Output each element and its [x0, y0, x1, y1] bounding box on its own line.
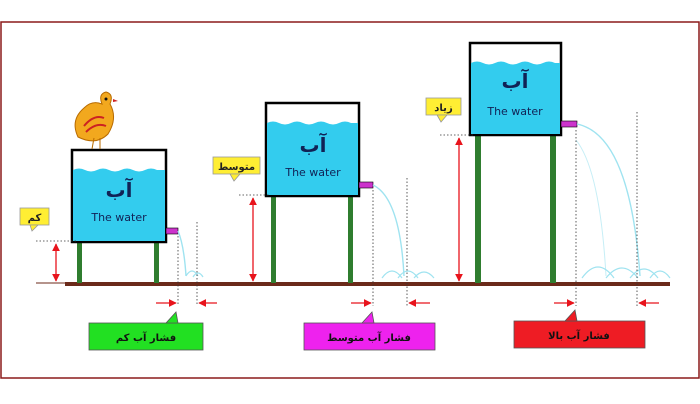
caption-pointer [165, 311, 179, 324]
tank-title: آب [300, 132, 328, 157]
tank-leg-right [154, 242, 159, 283]
outlet-pipe [358, 181, 374, 189]
outer-frame [0, 21, 700, 379]
height-label: زیاد [434, 103, 453, 114]
tank-leg-right [550, 135, 556, 283]
water-spray [177, 230, 187, 277]
water-fill [73, 168, 165, 241]
height-label: کم [28, 213, 42, 224]
caption-text: فشار آب کم [116, 331, 176, 344]
label-pointer [436, 114, 448, 123]
water-spray [576, 123, 641, 277]
tank-medium: آب The water متوسط فشار آب متوسط [212, 101, 436, 351]
tank-leg-left [271, 196, 276, 283]
water-fill [471, 61, 560, 134]
label-pointer [29, 224, 39, 232]
tank-leg-left [475, 135, 481, 283]
splash [581, 266, 671, 279]
tank-high: آب The water زیاد فشار آب بالا [425, 41, 671, 349]
ground-line [65, 282, 670, 286]
outlet-pipe [560, 120, 578, 128]
bird-icon [74, 91, 118, 150]
splash [185, 270, 204, 278]
water-spray [372, 184, 405, 277]
caption-box [88, 322, 204, 351]
tank-title: آب [106, 177, 134, 202]
height-label: متوسط [218, 162, 255, 173]
caption-pointer [564, 309, 578, 322]
tank-subtitle: The water [486, 105, 543, 118]
caption-box [303, 322, 436, 351]
splash [381, 270, 435, 279]
tank-subtitle: The water [284, 166, 341, 179]
water-spray-faint [575, 139, 607, 277]
caption-text: فشار آب متوسط [327, 331, 411, 344]
caption-text: فشار آب بالا [548, 329, 610, 342]
water-fill [267, 121, 358, 195]
tank-leg-right [348, 196, 353, 283]
outlet-pipe [165, 227, 179, 235]
tank-leg-left [77, 242, 82, 283]
tank-subtitle: The water [90, 211, 147, 224]
label-pointer [229, 173, 241, 182]
caption-pointer [361, 311, 375, 324]
tank-low: آب The water کم فشار آب کم [19, 148, 217, 351]
caption-box [513, 320, 646, 349]
tank-title: آب [502, 68, 530, 93]
